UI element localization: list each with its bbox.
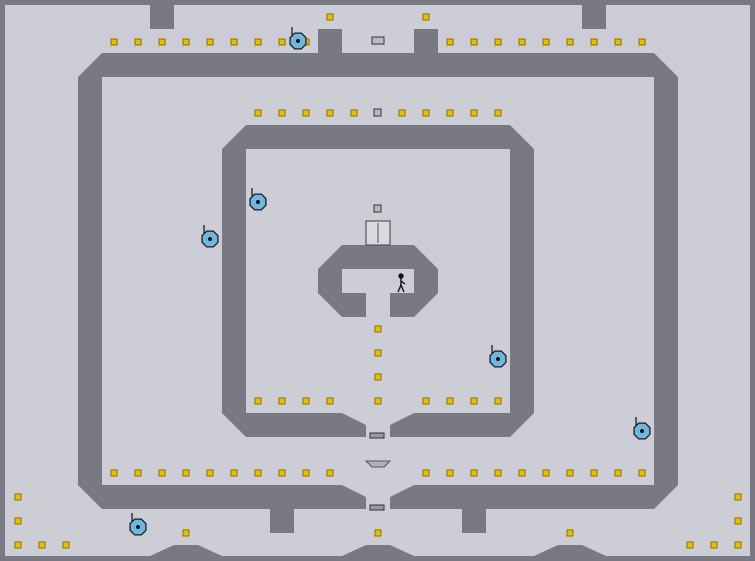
gold-piece[interactable] <box>446 109 454 117</box>
gold-piece[interactable] <box>302 109 310 117</box>
gold-piece[interactable] <box>518 38 526 46</box>
gold-piece[interactable] <box>374 325 382 333</box>
gold-piece[interactable] <box>326 13 334 21</box>
gold-piece[interactable] <box>470 397 478 405</box>
gold-piece[interactable] <box>182 469 190 477</box>
drone-enemy[interactable] <box>489 345 507 368</box>
gold-piece[interactable] <box>494 38 502 46</box>
gold-piece[interactable] <box>734 493 742 501</box>
gold-piece[interactable] <box>230 38 238 46</box>
exit-switch[interactable] <box>373 204 382 213</box>
gold-piece[interactable] <box>350 109 358 117</box>
gold-piece[interactable] <box>38 541 46 549</box>
bottom-pillars <box>270 509 486 533</box>
gold-piece[interactable] <box>134 38 142 46</box>
exit-door[interactable] <box>365 220 391 246</box>
gold-piece[interactable] <box>566 469 574 477</box>
gold-piece[interactable] <box>302 469 310 477</box>
ninja-player[interactable] <box>397 273 406 293</box>
drone-enemy[interactable] <box>201 225 219 248</box>
gold-piece[interactable] <box>326 109 334 117</box>
gold-piece[interactable] <box>446 397 454 405</box>
inner-core-wall <box>318 245 438 317</box>
gold-piece[interactable] <box>638 38 646 46</box>
gold-pieces <box>14 13 742 549</box>
gold-piece[interactable] <box>374 529 382 537</box>
gold-piece[interactable] <box>278 109 286 117</box>
floor-bumps <box>150 545 606 556</box>
drone-enemy[interactable] <box>633 417 651 440</box>
gold-piece[interactable] <box>446 38 454 46</box>
gold-piece[interactable] <box>14 541 22 549</box>
drone-enemy[interactable] <box>249 188 267 211</box>
gold-piece[interactable] <box>566 38 574 46</box>
gold-piece[interactable] <box>614 469 622 477</box>
locked-door-inner[interactable] <box>369 432 385 439</box>
gold-piece[interactable] <box>470 38 478 46</box>
gold-piece[interactable] <box>374 373 382 381</box>
gold-piece[interactable] <box>422 469 430 477</box>
door-switch-top[interactable] <box>371 36 385 45</box>
drone-enemy[interactable] <box>289 27 307 50</box>
gold-piece[interactable] <box>230 469 238 477</box>
gold-piece[interactable] <box>14 493 22 501</box>
gold-piece[interactable] <box>110 469 118 477</box>
gold-piece[interactable] <box>734 517 742 525</box>
gold-piece[interactable] <box>566 529 574 537</box>
gold-piece[interactable] <box>398 109 406 117</box>
gold-piece[interactable] <box>158 38 166 46</box>
top-pillars <box>150 5 606 53</box>
gold-piece[interactable] <box>278 38 286 46</box>
gold-piece[interactable] <box>206 38 214 46</box>
gold-piece[interactable] <box>422 397 430 405</box>
gold-piece[interactable] <box>182 529 190 537</box>
gold-piece[interactable] <box>470 109 478 117</box>
gold-piece[interactable] <box>446 469 454 477</box>
gold-piece[interactable] <box>542 469 550 477</box>
door-switch-center[interactable] <box>373 108 382 117</box>
gold-piece[interactable] <box>590 469 598 477</box>
gold-piece[interactable] <box>734 541 742 549</box>
gold-piece[interactable] <box>110 38 118 46</box>
launchpad[interactable] <box>364 460 392 468</box>
gold-piece[interactable] <box>494 109 502 117</box>
gold-piece[interactable] <box>542 38 550 46</box>
gold-piece[interactable] <box>326 469 334 477</box>
gold-piece[interactable] <box>14 517 22 525</box>
gold-piece[interactable] <box>182 38 190 46</box>
gold-piece[interactable] <box>422 109 430 117</box>
gold-piece[interactable] <box>158 469 166 477</box>
gold-piece[interactable] <box>254 397 262 405</box>
locked-door-outer[interactable] <box>369 504 385 511</box>
gold-piece[interactable] <box>134 469 142 477</box>
gold-piece[interactable] <box>422 13 430 21</box>
drone-enemy[interactable] <box>129 513 147 536</box>
drones <box>129 27 651 536</box>
gold-piece[interactable] <box>278 397 286 405</box>
gold-piece[interactable] <box>326 397 334 405</box>
gold-piece[interactable] <box>254 469 262 477</box>
gold-piece[interactable] <box>374 349 382 357</box>
gold-piece[interactable] <box>710 541 718 549</box>
gold-piece[interactable] <box>494 397 502 405</box>
gold-piece[interactable] <box>278 469 286 477</box>
gold-piece[interactable] <box>590 38 598 46</box>
gold-piece[interactable] <box>638 469 646 477</box>
gold-piece[interactable] <box>518 469 526 477</box>
gold-piece[interactable] <box>470 469 478 477</box>
gold-piece[interactable] <box>254 38 262 46</box>
gold-piece[interactable] <box>614 38 622 46</box>
gold-piece[interactable] <box>374 397 382 405</box>
gold-piece[interactable] <box>62 541 70 549</box>
gold-piece[interactable] <box>302 397 310 405</box>
gold-piece[interactable] <box>206 469 214 477</box>
gold-piece[interactable] <box>494 469 502 477</box>
gold-piece[interactable] <box>686 541 694 549</box>
gold-piece[interactable] <box>254 109 262 117</box>
